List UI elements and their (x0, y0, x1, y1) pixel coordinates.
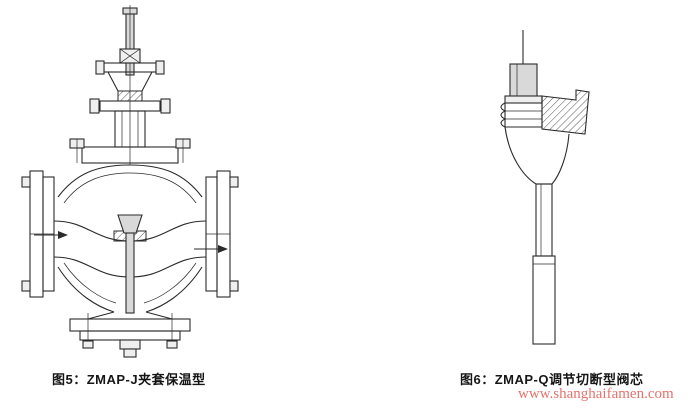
figure6-caption: 图6：ZMAP-Q调节切断型阀芯 (460, 372, 644, 387)
bottom-flange (69, 311, 191, 358)
flow-arrow-right (194, 245, 228, 253)
watermark-text: www.shanghaifamen.com (518, 386, 674, 402)
seat-section (541, 89, 590, 135)
valve-stem (119, 5, 141, 165)
packing-gland (89, 60, 171, 114)
plug-stem-lower (532, 183, 556, 345)
zmap-j-valve-diagram (21, 5, 239, 358)
plug-head (500, 95, 543, 128)
flow-arrow-left (34, 231, 68, 239)
bonnet (69, 110, 191, 164)
trim-seat-plug (53, 214, 207, 314)
valve-body-jacket (57, 164, 203, 313)
zmap-q-plug-diagram (500, 30, 590, 345)
outlet-flange (205, 170, 239, 298)
inlet-flange (21, 170, 55, 298)
plug-stem-top (509, 30, 538, 99)
figure5-caption: 图5：ZMAP-J夹套保温型 (52, 372, 206, 387)
plug-skirt (504, 126, 570, 185)
